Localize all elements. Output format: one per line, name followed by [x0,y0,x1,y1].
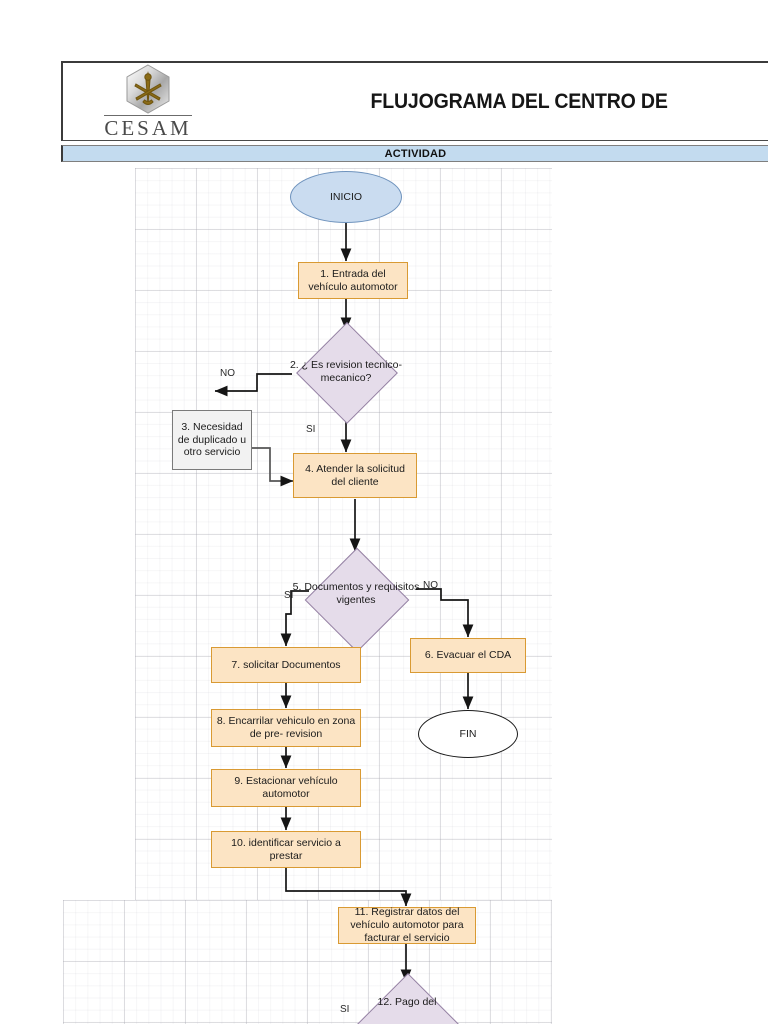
node-4-label: 4. Atender la solicitud del cliente [305,462,405,488]
node-6-label: 6. Evacuar el CDA [424,649,512,662]
node-6-evacuar-cda[interactable]: 6. Evacuar el CDA [410,638,526,673]
node-1-label: 1. Entrada del vehículo automotor [308,267,398,293]
node-inicio[interactable]: INICIO [290,171,402,223]
node-7-solicitar-documentos[interactable]: 7. solicitar Documentos [211,647,361,683]
cesam-logo: CESAM [63,64,233,139]
node-4-atender-solicitud[interactable]: 4. Atender la solicitud del cliente [293,453,417,498]
node-11-label: 11. Registrar datos del vehículo automot… [350,906,464,944]
node-fin-label: FIN [459,727,477,740]
node-2-diamond-shape [296,322,398,424]
node-10-label: 10. identificar servicio a prestar [231,836,341,862]
page-title: FLUJOGRAMA DEL CENTRO DE [370,89,668,113]
node-10-identificar-servicio[interactable]: 10. identificar servicio a prestar [211,831,361,868]
node-1-entrada-vehiculo[interactable]: 1. Entrada del vehículo automotor [298,262,408,299]
node-3-necesidad-duplicado[interactable]: 3. Necesidad de duplicado u otro servici… [172,410,252,470]
node-12-diamond-shape [357,973,459,1024]
edge-label-si-2: SI [306,424,316,435]
node-3-label: 3. Necesidad de duplicado u otro servici… [177,420,247,459]
node-5-decision-documentos[interactable]: 5. Documentos y requisitos vigentes [293,547,419,653]
node-5-diamond-shape [304,547,410,653]
node-12-decision-pago[interactable]: 12. Pago del [352,973,462,1024]
edge-label-si-12: SI [340,1004,350,1015]
node-2-decision-revision[interactable]: 2. ¿ Es revision tecnico-mecanico? [290,322,402,424]
edge-label-si-5: SI [284,590,294,601]
column-header-label: ACTIVIDAD [384,147,447,160]
cesam-wordmark: CESAM [104,114,192,140]
node-8-encarrilar-vehiculo[interactable]: 8. Encarrilar vehiculo en zona de pre- r… [211,709,361,747]
edge-label-no-2: NO [220,368,235,379]
node-9-estacionar-vehiculo[interactable]: 9. Estacionar vehículo automotor [211,769,361,807]
node-11-registrar-datos[interactable]: 11. Registrar datos del vehículo automot… [338,906,476,944]
node-7-label: 7. solicitar Documentos [231,658,341,671]
spreadsheet-grid-lower [63,900,552,1024]
column-header-actividad: ACTIVIDAD [61,145,768,162]
cesam-hexagon-emblem-icon [125,64,171,114]
node-fin[interactable]: FIN [418,710,518,758]
node-inicio-label: INICIO [329,190,363,203]
node-8-label: 8. Encarrilar vehiculo en zona de pre- r… [216,715,356,740]
edge-label-no-5: NO [423,580,438,591]
document-header: CESAM FLUJOGRAMA DEL CENTRO DE [61,61,768,141]
node-9-label: 9. Estacionar vehículo automotor [234,775,338,800]
